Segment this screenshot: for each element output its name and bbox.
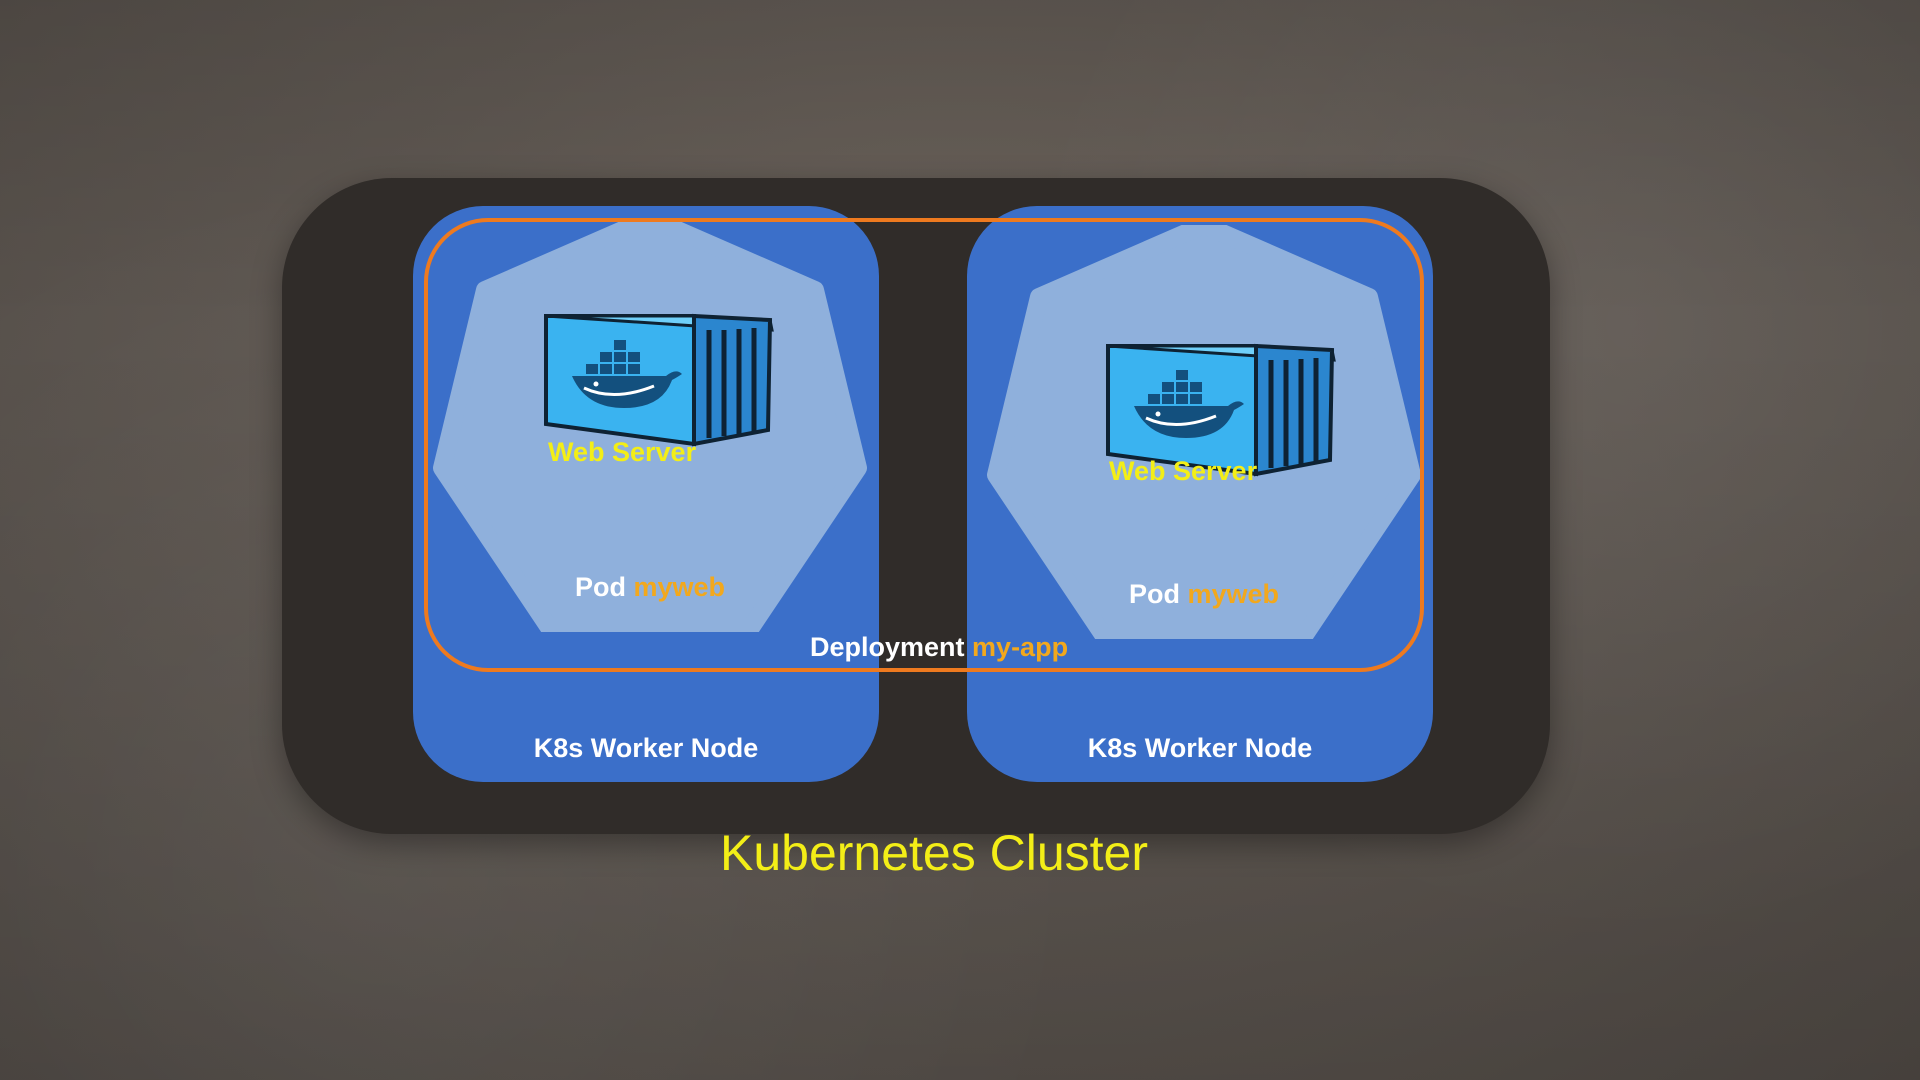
pod-name: myweb [1187,579,1280,609]
container-label: Web Server [1109,456,1258,486]
pod-prefix: Pod [1128,579,1180,609]
docker-container-icon [1106,343,1336,477]
pod-label: Pod myweb [984,579,1424,610]
pod-name: myweb [633,572,726,602]
deployment-boundary [424,218,1424,672]
pod-label: Pod myweb [430,572,870,603]
deployment-label: Deployment my-app [810,632,1068,663]
pod-prefix: Pod [574,572,626,602]
worker-node-label: K8s Worker Node [1087,733,1313,763]
cluster-label: Kubernetes Cluster [719,825,1148,881]
deployment-prefix: Deployment [810,632,965,662]
docker-container-icon [544,313,774,447]
deployment-name: my-app [972,632,1069,662]
container-label: Web Server [548,437,697,467]
worker-node-label: K8s Worker Node [533,733,759,763]
